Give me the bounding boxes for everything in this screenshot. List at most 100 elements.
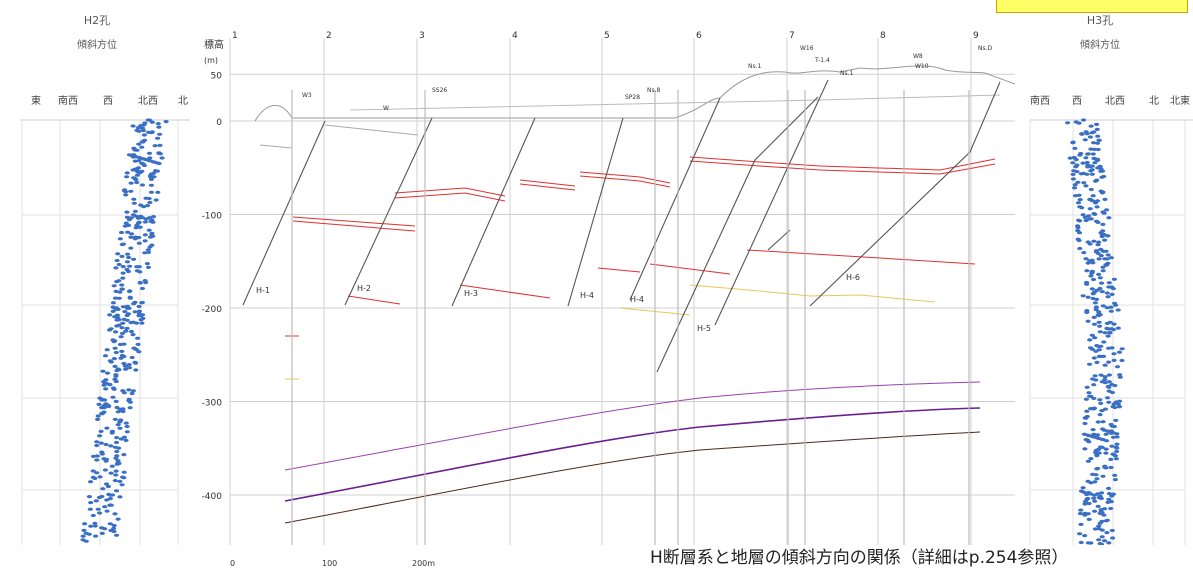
right-dip-dot [1097, 413, 1103, 417]
left-dip-dot [129, 391, 135, 396]
right-dip-dot [1109, 346, 1115, 350]
right-dip-dot [1078, 522, 1084, 527]
right-dip-dot [1082, 502, 1088, 506]
right-dip-dot [1106, 400, 1112, 404]
right-dip-dot [1096, 272, 1102, 276]
right-dip-dot [1096, 524, 1102, 528]
right-dip-dot [1088, 169, 1094, 173]
left-dip-dot [86, 532, 92, 536]
right-dip-dot [1070, 172, 1076, 176]
right-dip-dot [1083, 184, 1089, 188]
left-dip-dot [114, 449, 120, 454]
left-dip-dot [80, 538, 86, 542]
right-dip-dot [1100, 474, 1106, 478]
left-dip-dot [131, 201, 137, 205]
right-dip-dot [1109, 444, 1115, 448]
left-dip-dot [135, 166, 141, 170]
left-direction-label: 西 [103, 96, 113, 107]
right-dip-dot [1109, 285, 1115, 289]
right-dip-dot [1084, 160, 1090, 165]
right-dip-dot [1106, 373, 1112, 377]
well-label: Ns.1 [840, 70, 854, 77]
left-dip-dot [94, 440, 100, 444]
right-dip-dot [1112, 405, 1118, 410]
right-dip-dot [1096, 320, 1102, 324]
left-dip-dot [138, 318, 144, 322]
left-dip-dot [149, 218, 155, 222]
right-dip-dot [1109, 292, 1115, 296]
left-panel-subtitle: 傾斜方位 [77, 38, 117, 51]
right-dip-dot [1091, 406, 1097, 410]
right-dip-dot [1080, 294, 1086, 298]
left-dip-dot [147, 200, 153, 205]
right-dip-dot [1094, 157, 1101, 161]
left-dip-dot [115, 461, 121, 465]
left-dip-dot [120, 321, 126, 325]
well-label: W3 [302, 92, 312, 99]
right-dip-dot [1085, 295, 1091, 299]
left-dip-dot [137, 280, 143, 285]
marker-bed-line [579, 175, 671, 188]
left-dip-dot [90, 513, 96, 518]
right-dip-dot [1102, 238, 1108, 242]
right-dip-dot [1074, 170, 1080, 174]
left-dip-dot [128, 189, 134, 193]
left-dip-dot [135, 216, 142, 220]
right-dip-dot [1095, 251, 1101, 255]
left-dip-dot [146, 151, 153, 155]
fault-line [242, 120, 326, 306]
marker-bed-line [519, 179, 576, 187]
left-dip-dot [119, 331, 126, 335]
left-dip-dot [137, 225, 143, 229]
right-dip-dot [1100, 265, 1106, 269]
right-direction-label: 西 [1072, 96, 1082, 107]
left-dip-dot [90, 475, 96, 479]
right-dip-dot [1102, 331, 1108, 335]
right-dip-dot [1088, 541, 1094, 545]
right-dip-dot [1082, 447, 1088, 451]
left-dip-dot [86, 495, 92, 499]
fault-label: H-6 [846, 273, 860, 282]
left-dip-dot [96, 402, 102, 406]
left-dip-dot [122, 310, 128, 314]
right-dip-dot [1111, 352, 1117, 356]
left-dip-dot [103, 402, 109, 406]
right-dip-dot [1108, 457, 1114, 461]
right-dip-dot [1071, 186, 1078, 190]
marker-bed-line [649, 263, 731, 275]
left-dip-dot [124, 175, 130, 179]
right-dip-dot [1090, 277, 1097, 282]
right-dip-dot [1102, 507, 1108, 511]
left-dip-dot [111, 387, 117, 391]
right-dip-dot [1114, 365, 1121, 369]
left-dip-dot [95, 414, 101, 418]
left-dip-dot [121, 391, 127, 395]
right-dip-dot [1082, 534, 1088, 538]
left-dip-dot [136, 265, 142, 269]
scale-label: 0 [230, 559, 235, 568]
right-dip-dot [1089, 271, 1095, 275]
left-dip-dot [99, 531, 105, 536]
right-dip-dot [1106, 281, 1112, 285]
right-dip-dot [1094, 127, 1100, 131]
right-direction-label: 北西 [1105, 95, 1125, 107]
right-dip-dot [1099, 519, 1105, 524]
left-dip-dot [119, 483, 125, 487]
right-dip-dot [1094, 467, 1100, 471]
column-number-label: 9 [973, 31, 979, 41]
marker-bed-line [689, 156, 996, 171]
marker-bed-line [292, 216, 416, 227]
right-dip-dot [1094, 141, 1101, 145]
left-dip-dot [123, 329, 129, 333]
left-dip-dot [80, 534, 86, 538]
left-dip-dot [136, 241, 142, 245]
right-dip-dot [1085, 261, 1091, 265]
right-dip-dot [1095, 147, 1101, 152]
left-dip-dot [130, 389, 136, 393]
left-dip-dot [103, 387, 109, 391]
elev-title: 標高 [204, 38, 224, 51]
left-dip-dot [114, 258, 120, 263]
right-dip-dot [1115, 308, 1121, 312]
left-dip-dot [103, 442, 109, 447]
left-dip-dot [130, 124, 136, 128]
